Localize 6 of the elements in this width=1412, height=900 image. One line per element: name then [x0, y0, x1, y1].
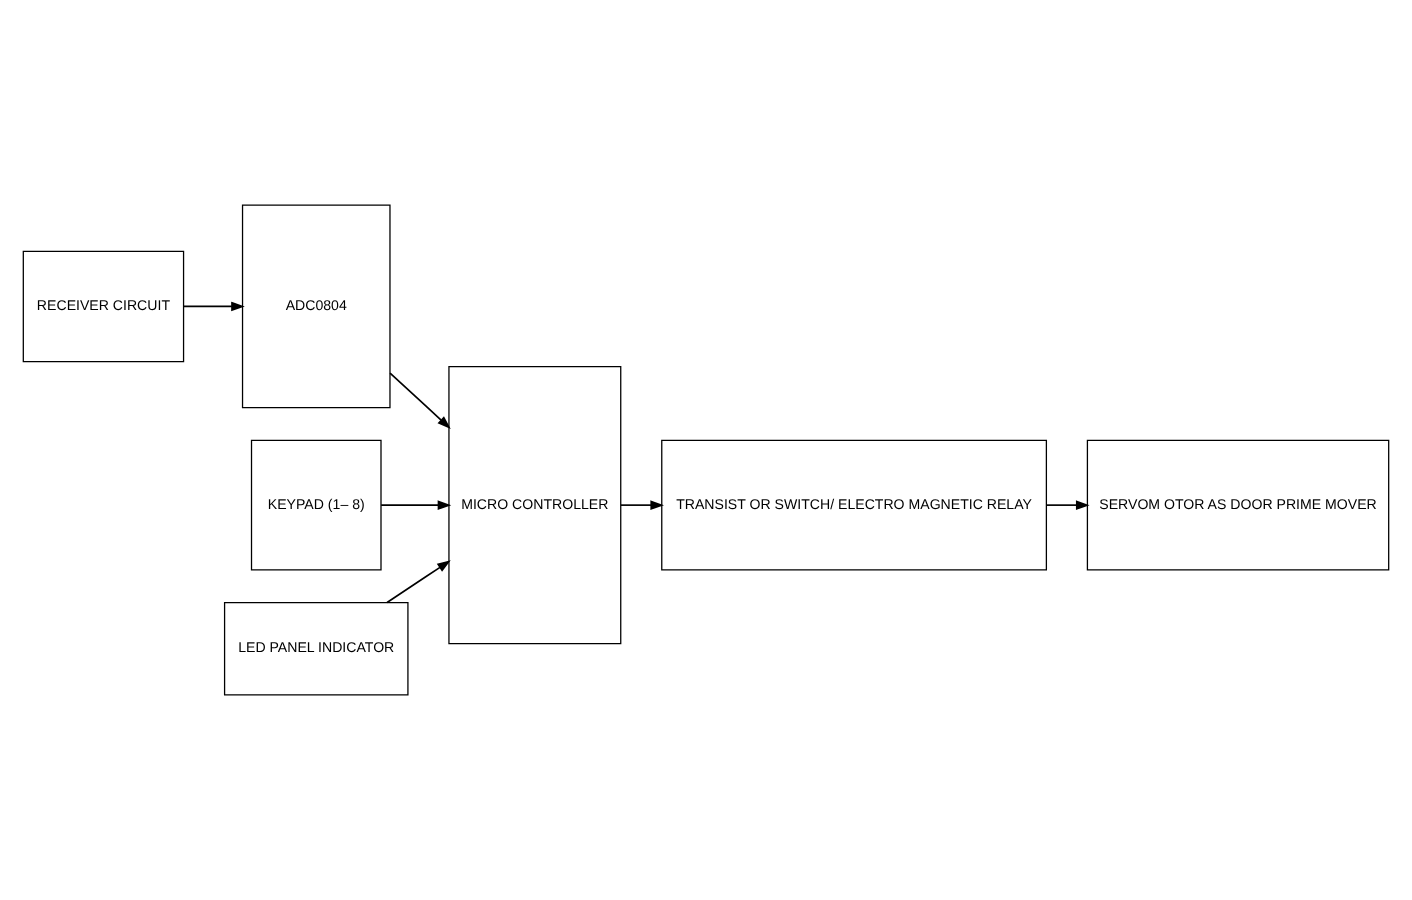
arrow [182, 301, 245, 312]
arrow [620, 500, 664, 510]
arrow [386, 560, 451, 604]
arrow [380, 500, 452, 510]
arrow [389, 372, 451, 429]
arrow [1045, 500, 1090, 510]
